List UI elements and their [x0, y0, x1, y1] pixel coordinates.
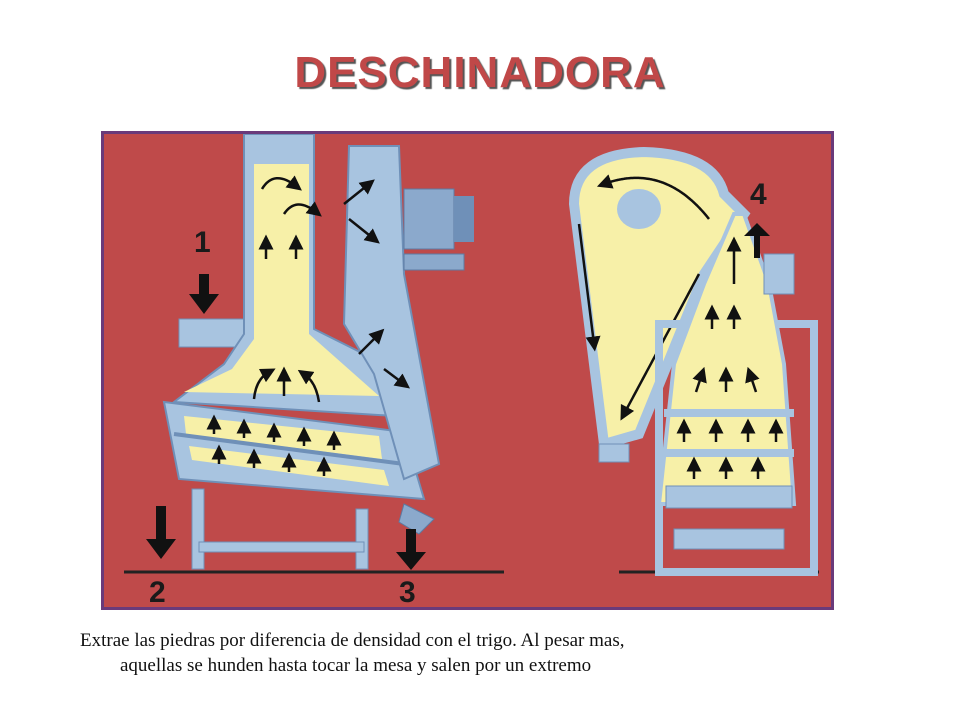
fan-base [403, 253, 465, 271]
destoner-diagram: 1 2 3 [101, 131, 834, 610]
right-machine: 4 [568, 146, 819, 576]
screen-deck [173, 432, 405, 466]
outlet-arrow-3-icon [396, 529, 426, 570]
fan-motor [454, 196, 474, 242]
machine-crossbar [198, 541, 365, 553]
exhaust-arrow-icon [744, 223, 770, 258]
grain-flow [184, 164, 379, 396]
drive-unit [673, 528, 785, 550]
fan-housing [403, 188, 455, 250]
grain-layer-upper [184, 416, 382, 459]
caption: Extrae las piedras por diferencia de den… [80, 628, 880, 678]
page-title: DESCHINADORA [294, 48, 666, 97]
destoner-illustration: 1 2 3 [124, 134, 819, 607]
screen-1 [664, 409, 794, 417]
label-2: 2 [149, 576, 166, 607]
outlet-spout [398, 503, 435, 535]
label-4: 4 [750, 178, 767, 211]
cyclone-outlet [598, 443, 630, 463]
base-plate [665, 485, 793, 509]
exhaust-duct [763, 253, 795, 295]
outlet-arrow-2-icon [146, 506, 176, 559]
machine-leg [191, 488, 205, 570]
label-3: 3 [399, 576, 416, 607]
machine-leg [355, 508, 369, 570]
cyclone-opening [617, 189, 661, 229]
inlet-arrow-icon [189, 274, 219, 314]
screen-2 [664, 449, 794, 457]
cyclone-separator [568, 146, 751, 451]
left-machine: 1 2 3 [124, 134, 504, 607]
flow-arrows [206, 175, 410, 476]
caption-line-2: aquellas se hunden hasta tocar la mesa y… [120, 655, 592, 676]
big-arrows [146, 274, 426, 570]
caption-line-1: Extrae las piedras por diferencia de den… [80, 630, 625, 651]
label-1: 1 [194, 226, 211, 259]
chamber-arrows [676, 236, 784, 479]
